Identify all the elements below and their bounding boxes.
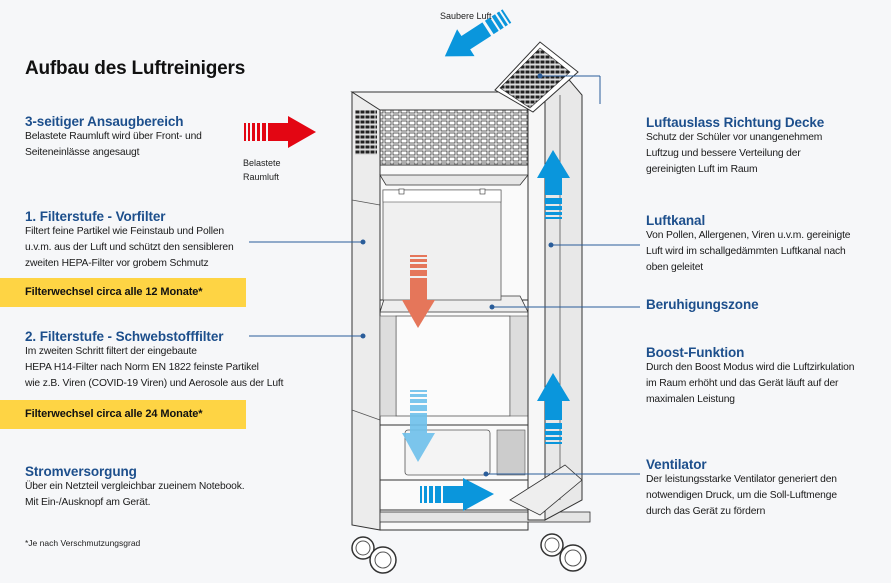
intake-air-label: Belastete Raumluft (243, 156, 281, 184)
section-line: durch das Gerät zu fördern (646, 506, 766, 517)
section-heading: 1. Filterstufe - Vorfilter (25, 209, 166, 224)
section-heading: Luftauslass Richtung Decke (646, 115, 825, 130)
section-line: Belastete Raumluft wird über Front- und (25, 131, 202, 142)
section-line: notwendigen Druck, um die Soll-Luftmenge (646, 490, 837, 501)
page-title: Aufbau des Luftreinigers (25, 58, 246, 79)
section-line: oben geleitet (646, 262, 704, 273)
section-heading: Boost-Funktion (646, 345, 745, 360)
section-line: Schutz der Schüler vor unangenehmem (646, 132, 823, 143)
section-line: gereinigten Luft im Raum (646, 164, 758, 175)
filter-change-badge-12: Filterwechsel circa alle 12 Monate* (0, 278, 246, 307)
section-heading: 3-seitiger Ansaugbereich (25, 114, 184, 129)
outlet-grille (494, 41, 579, 113)
section-hepa-filter: 2. Filterstufe - Schwebstofffilter Im zw… (25, 329, 284, 392)
section-air-duct: Luftkanal Von Pollen, Allergenen, Viren … (646, 213, 851, 276)
section-line: Der leistungsstarke Ventilator generiert… (646, 474, 837, 485)
side-intake-grille (355, 110, 377, 155)
section-line: HEPA H14-Filter nach Norm EN 1822 feinst… (25, 362, 259, 373)
section-line: im Raum erhöht und das Gerät läuft auf d… (646, 378, 839, 389)
section-line: maximalen Leistung (646, 394, 735, 405)
intake-air-label-line: Belastete (243, 158, 281, 168)
section-air-outlet: Luftauslass Richtung Decke Schutz der Sc… (646, 115, 824, 178)
section-line: Luftzug und bessere Verteilung der (646, 148, 801, 159)
footnote: *Je nach Verschmutzungsgrad (25, 538, 141, 548)
section-heading: Ventilator (646, 457, 707, 472)
section-heading: Luftkanal (646, 213, 706, 228)
section-power-supply: Stromversorgung Über ein Netzteil vergle… (25, 464, 245, 511)
filter-change-badge-24: Filterwechsel circa alle 24 Monate* (0, 400, 246, 429)
section-line: Filtert feine Partikel wie Feinstaub und… (25, 226, 224, 237)
casters (351, 533, 587, 574)
front-intake-grille (379, 109, 529, 166)
prefilter (382, 189, 502, 301)
section-ventilator: Ventilator Der leistungsstarke Ventilato… (646, 457, 837, 520)
prefilter-down-arrow-icon (402, 255, 435, 328)
intake-air-label-line: Raumluft (243, 172, 280, 182)
ventilator-right-arrow-icon (420, 478, 494, 511)
section-line: wie z.B. Viren (COVID-19 Viren) und Aero… (25, 378, 284, 389)
section-heading: Stromversorgung (25, 464, 137, 479)
section-calming-zone: Beruhigungszone (646, 297, 759, 312)
intake-arrow-icon (244, 116, 316, 148)
section-line: u.v.m. aus der Luft und schützt den sens… (25, 242, 234, 253)
section-intake: 3-seitiger Ansaugbereich Belastete Rauml… (25, 114, 202, 161)
section-heading: 2. Filterstufe - Schwebstofffilter (25, 329, 224, 344)
hepa-down-arrow-icon (402, 390, 435, 462)
section-heading: Beruhigungszone (646, 297, 759, 312)
duct-up-arrow-upper-icon (537, 150, 570, 219)
section-line: Von Pollen, Allergenen, Viren u.v.m. ger… (646, 230, 851, 241)
section-line: Im zweiten Schritt filtert der eingebaut… (25, 346, 197, 357)
clean-air-arrow-icon (444, 9, 512, 57)
section-line: Durch den Boost Modus wird die Luftzirku… (646, 362, 855, 373)
section-line: Seiteneinlässe angesaugt (25, 147, 140, 158)
duct-up-arrow-lower-icon (537, 373, 570, 444)
section-line: Über ein Netzteil vergleichbar zueinem N… (25, 481, 245, 492)
section-prefilter: 1. Filterstufe - Vorfilter Filtert feine… (25, 209, 234, 272)
leader-lines (249, 73, 640, 477)
section-line: Luft wird im schallgedämmten Luftkanal n… (646, 246, 846, 257)
section-line: zweiten HEPA-Filter vor grobem Schmutz (25, 258, 209, 269)
clean-air-label: Saubere Luft (440, 11, 492, 21)
section-boost-function: Boost-Funktion Durch den Boost Modus wir… (646, 345, 854, 408)
section-line: Mit Ein-/Ausknopf am Gerät. (25, 497, 151, 508)
